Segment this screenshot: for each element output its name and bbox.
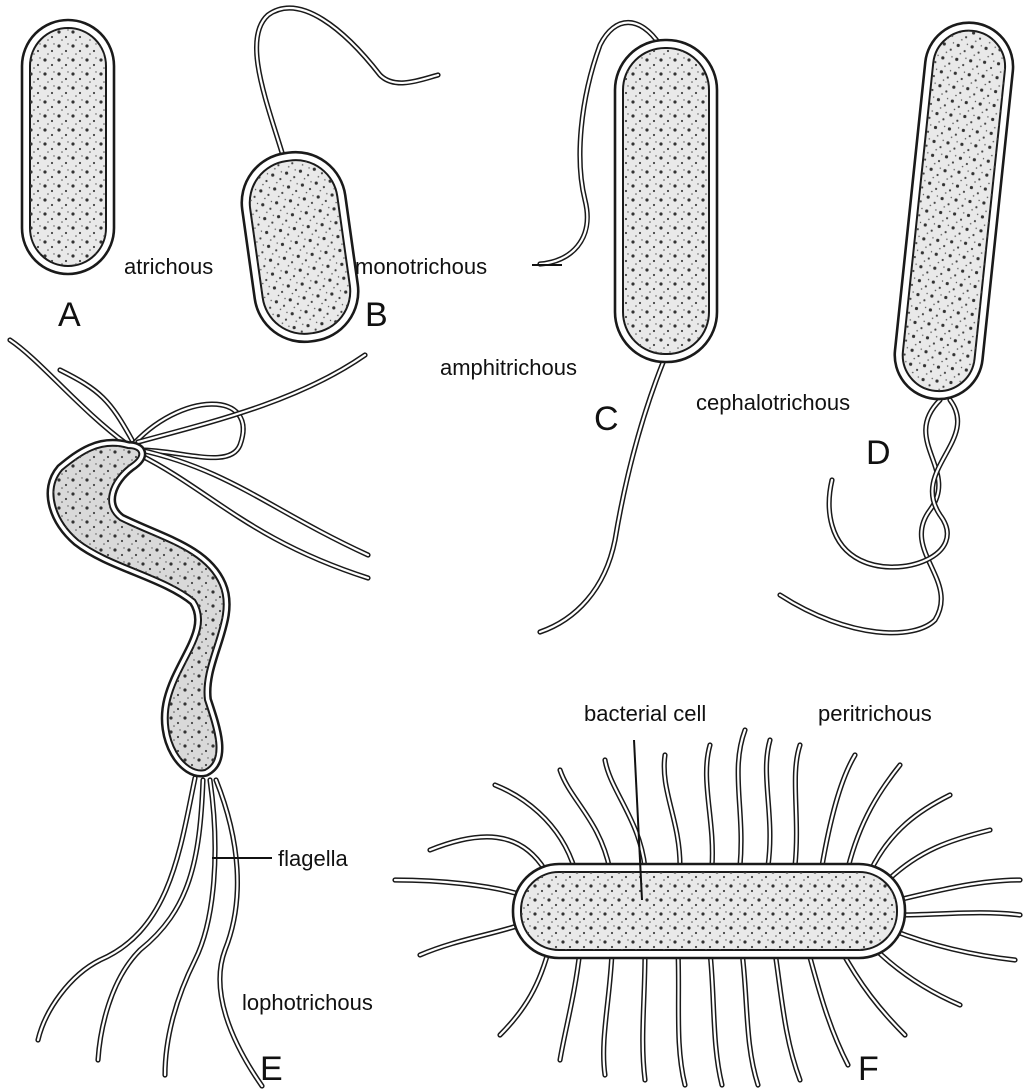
panel-letter-a: A: [58, 296, 81, 334]
panel-letter-f: F: [858, 1050, 879, 1088]
cell-f-peritrichous: [395, 730, 1020, 1085]
cell-c-amphitrichous: [540, 23, 717, 633]
label-bacterial-cell: bacterial cell: [584, 701, 706, 726]
flagellum-e-bottom-tuft: [38, 778, 262, 1086]
panel-letter-d: D: [866, 434, 891, 472]
label-atrichous: atrichous: [124, 254, 213, 279]
label-amphitrichous: amphitrichous: [440, 355, 577, 380]
label-peritrichous: peritrichous: [818, 701, 932, 726]
cell-a-atrichous: [22, 20, 114, 274]
cell-e-lophotrichous: [10, 340, 368, 1086]
cell-e-body: [53, 446, 223, 771]
label-lophotrichous: lophotrichous: [242, 990, 373, 1015]
panel-letter-e: E: [260, 1050, 283, 1088]
flagellum-e-top-tuft: [10, 340, 368, 578]
panel-letter-b: B: [365, 296, 388, 334]
panel-letter-c: C: [594, 400, 619, 438]
label-cephalotrichous: cephalotrichous: [696, 390, 850, 415]
cell-b-monotrichous: [235, 8, 438, 348]
cell-d-cephalotrichous: [780, 18, 1017, 632]
label-monotrichous: monotrichous: [355, 254, 487, 279]
label-flagella: flagella: [278, 846, 348, 871]
flagellum-b: [257, 8, 438, 166]
